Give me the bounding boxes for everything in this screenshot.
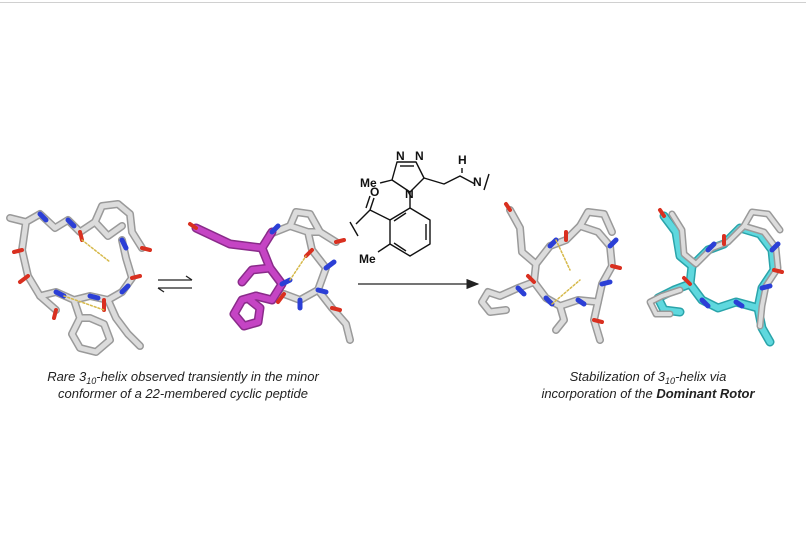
caption-left-line2: conformer of a 22-membered cyclic peptid… [57, 386, 308, 401]
caption-left-line1: Rare 310-helix observed transiently in t… [47, 369, 319, 386]
label-methyl-triazole: Me [360, 176, 377, 190]
dominant-rotor-label: Dominant Rotor [656, 386, 755, 401]
atom-n1: N [396, 149, 405, 163]
atom-o: O [370, 185, 379, 199]
top-divider [0, 2, 806, 3]
atom-n2: N [415, 149, 424, 163]
peptide-structure-major [6, 200, 152, 356]
dominant-rotor-chemical-structure: N N N N H Me Me O [349, 149, 490, 266]
atom-h: H [458, 153, 467, 167]
label-methyl-benzene: Me [359, 252, 376, 266]
caption-right-line2: incorporation of the Dominant Rotor [541, 386, 755, 401]
atom-n4: N [473, 175, 482, 189]
equilibrium-arrows [157, 275, 193, 293]
caption-stabilization: Stabilization of 310-helix via incorpora… [498, 368, 798, 402]
peptide-structure-minor [188, 208, 354, 344]
caption-minor-conformer: Rare 310-helix observed transiently in t… [18, 368, 348, 402]
peptide-structure-overlay [646, 208, 784, 347]
caption-right-line1: Stabilization of 310-helix via [569, 369, 727, 386]
peptide-structure-stabilized [478, 202, 622, 344]
atom-n3: N [405, 187, 414, 201]
